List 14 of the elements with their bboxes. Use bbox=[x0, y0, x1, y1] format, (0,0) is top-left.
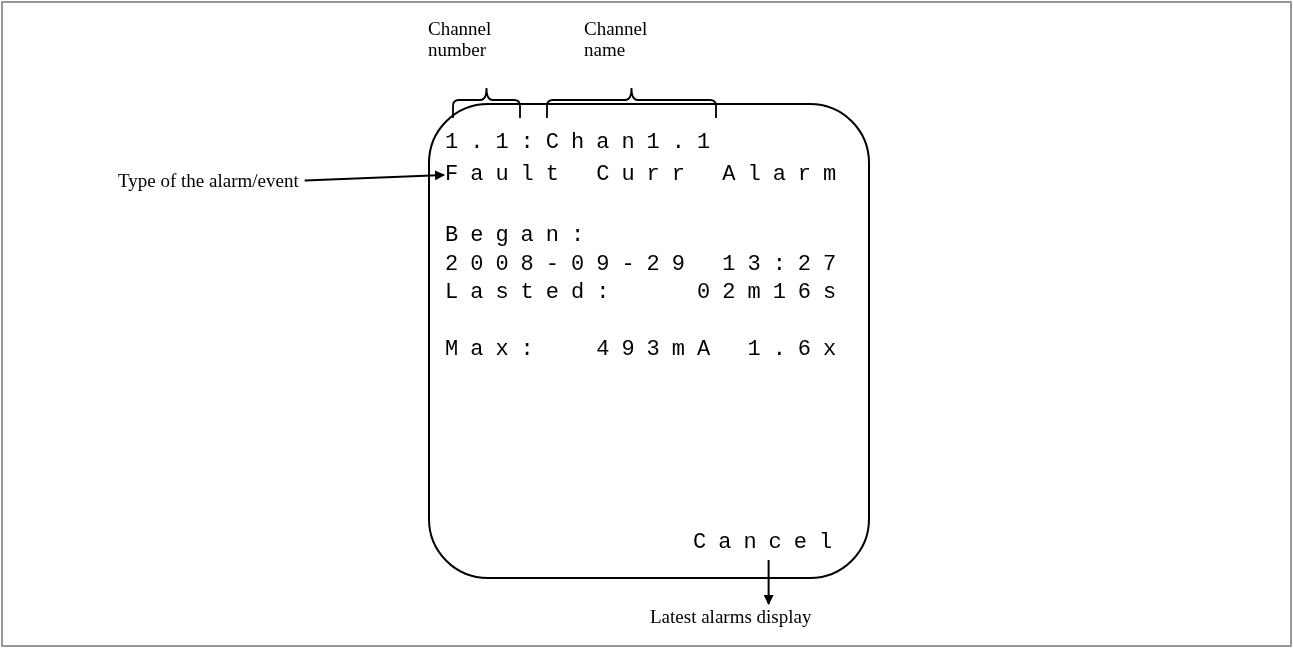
screen-text: 2008-09-29 13:27 bbox=[445, 252, 849, 278]
annotation-text: Type of the alarm/event bbox=[118, 170, 299, 191]
screen-text: Fault Curr Alarm bbox=[445, 162, 849, 188]
screen-text: 1.1:Chan1.1 bbox=[445, 130, 723, 156]
annotation-text: Channel number bbox=[428, 18, 493, 60]
arrow bbox=[763, 559, 774, 605]
arrow bbox=[303, 170, 445, 182]
annotation-text: Latest alarms display bbox=[650, 606, 812, 627]
annotation-text: Channel name bbox=[584, 18, 649, 60]
screen-text: Lasted: 02m16s bbox=[445, 280, 849, 306]
display-screen bbox=[428, 103, 870, 579]
softkey-label: Cancel bbox=[693, 530, 845, 556]
screen-text: Began: bbox=[445, 223, 597, 249]
screen-text: Max: 493mA 1.6x bbox=[445, 337, 849, 363]
